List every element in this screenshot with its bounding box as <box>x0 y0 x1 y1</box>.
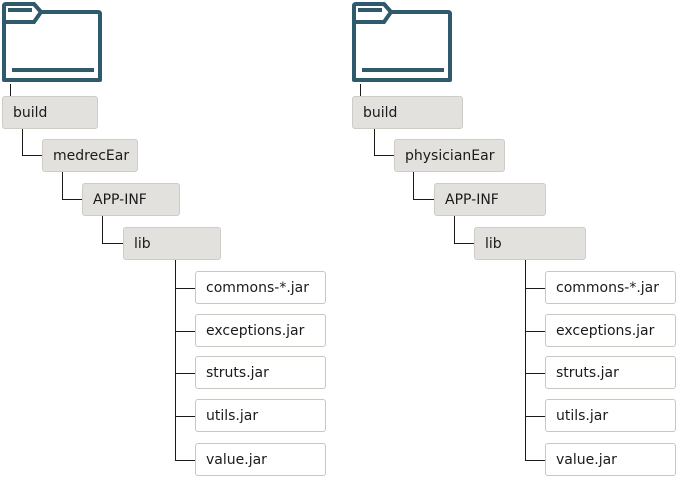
connector-line <box>525 331 545 332</box>
file-struts-jar[interactable]: struts.jar <box>545 356 676 389</box>
folder-label: lib <box>485 235 502 252</box>
file-commons-jar[interactable]: commons-*.jar <box>545 271 676 304</box>
folder-app-inf[interactable]: APP-INF <box>434 183 546 216</box>
folder-label: physicianEar <box>405 147 495 164</box>
file-label: struts.jar <box>556 364 619 381</box>
folder-label: lib <box>134 235 151 252</box>
file-label: commons-*.jar <box>556 279 659 296</box>
connector-line <box>374 129 395 156</box>
folder-build[interactable]: build <box>2 96 98 129</box>
file-utils-jar[interactable]: utils.jar <box>195 399 326 432</box>
connector-line <box>175 260 176 460</box>
folder-ear[interactable]: physicianEar <box>394 139 505 172</box>
folder-label: APP-INF <box>93 191 147 208</box>
directory-tree-1: build medrecEar APP-INF lib commons-*.ja… <box>0 0 338 478</box>
file-label: exceptions.jar <box>206 322 305 339</box>
file-value-jar[interactable]: value.jar <box>545 443 676 476</box>
folder-lib[interactable]: lib <box>474 227 586 260</box>
folder-lib[interactable]: lib <box>123 227 221 260</box>
connector-line <box>175 460 195 461</box>
file-commons-jar[interactable]: commons-*.jar <box>195 271 326 304</box>
file-label: utils.jar <box>556 407 609 424</box>
folder-icon <box>352 2 452 82</box>
connector-line <box>454 216 475 244</box>
connector-line <box>62 172 83 200</box>
file-label: struts.jar <box>206 364 269 381</box>
connector-line <box>525 373 545 374</box>
folder-label: build <box>13 104 48 121</box>
folder-label: build <box>363 104 398 121</box>
directory-tree-2: build physicianEar APP-INF lib commons-*… <box>350 0 677 478</box>
connector-line <box>525 460 545 461</box>
file-exceptions-jar[interactable]: exceptions.jar <box>545 314 676 347</box>
connector-line <box>360 84 361 97</box>
file-exceptions-jar[interactable]: exceptions.jar <box>195 314 326 347</box>
connector-line <box>525 260 526 460</box>
file-label: commons-*.jar <box>206 279 309 296</box>
folder-icon <box>2 2 102 82</box>
connector-line <box>175 331 195 332</box>
file-label: value.jar <box>206 451 267 468</box>
connector-line <box>175 416 195 417</box>
connector-line <box>525 416 545 417</box>
file-struts-jar[interactable]: struts.jar <box>195 356 326 389</box>
file-label: exceptions.jar <box>556 322 655 339</box>
folder-label: medrecEar <box>53 147 130 164</box>
file-label: utils.jar <box>206 407 259 424</box>
connector-line <box>10 84 11 97</box>
connector-line <box>22 129 43 156</box>
connector-line <box>525 288 545 289</box>
folder-app-inf[interactable]: APP-INF <box>82 183 180 216</box>
file-value-jar[interactable]: value.jar <box>195 443 326 476</box>
connector-line <box>413 172 435 200</box>
folder-build[interactable]: build <box>352 96 463 129</box>
connector-line <box>175 373 195 374</box>
file-utils-jar[interactable]: utils.jar <box>545 399 676 432</box>
folder-ear[interactable]: medrecEar <box>42 139 138 172</box>
folder-label: APP-INF <box>445 191 499 208</box>
file-label: value.jar <box>556 451 617 468</box>
connector-line <box>175 288 195 289</box>
connector-line <box>102 216 124 244</box>
